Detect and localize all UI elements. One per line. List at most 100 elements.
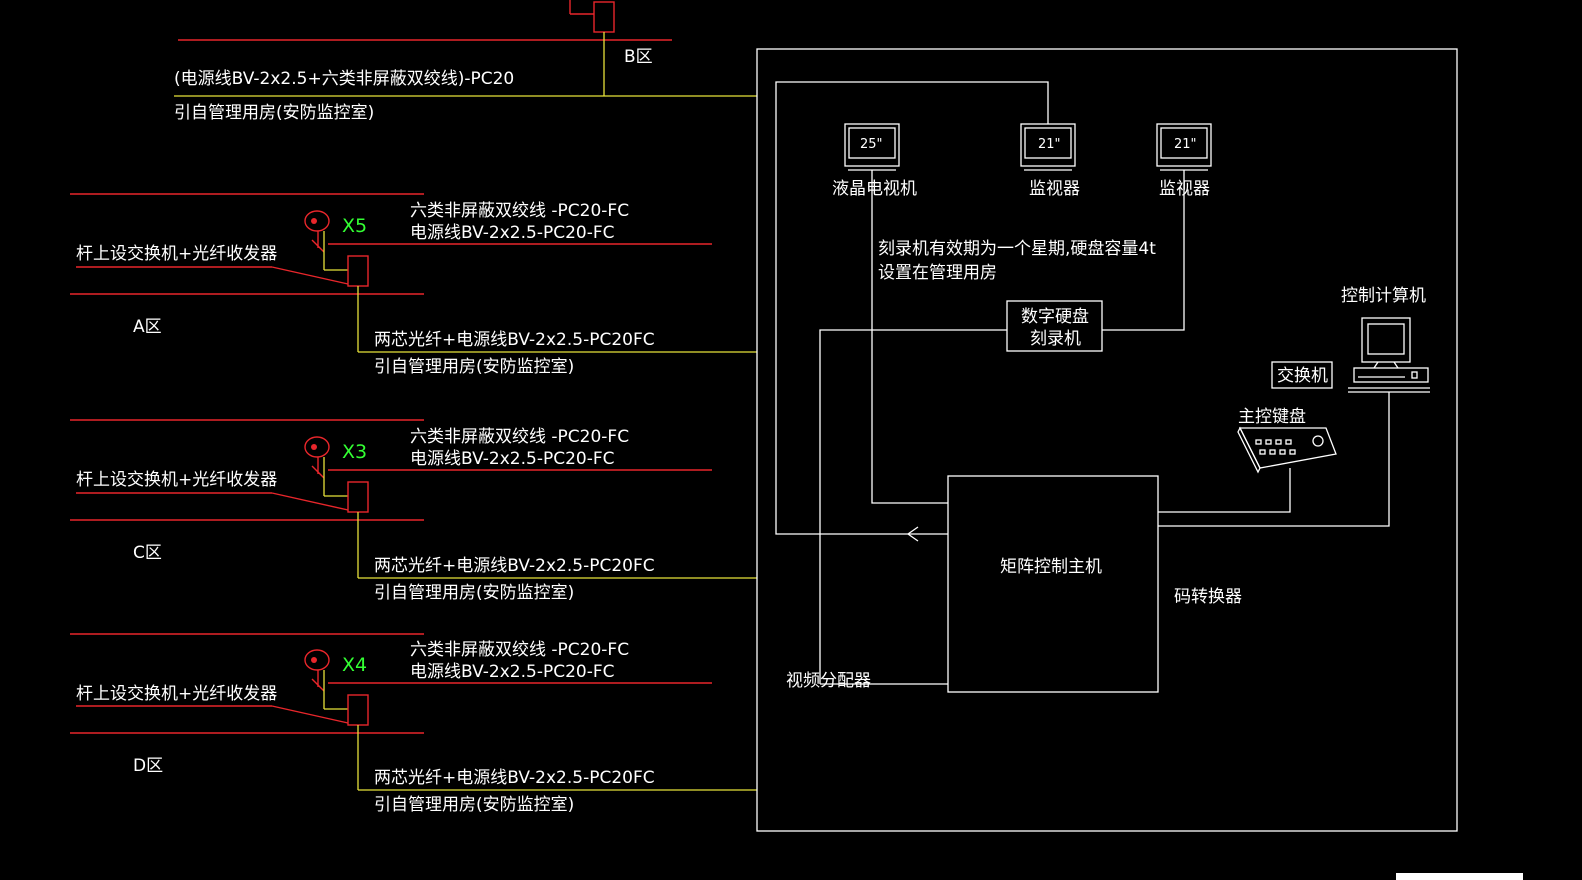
video-distributor-label: 视频分配器 [786, 671, 871, 691]
camera-icon [304, 210, 330, 232]
switch-box [1271, 361, 1333, 389]
computer-screen [1367, 323, 1405, 355]
monitor-tv: 25" 液晶电视机 [832, 123, 917, 199]
zone-b-route-label: 引自管理用房(安防监控室) [174, 103, 374, 123]
zone-a-route-label: 引自管理用房(安防监控室) [374, 357, 574, 377]
zone-c-power-label: 电源线BV-2x2.5-PC20-FC [410, 449, 615, 469]
computer-case [1353, 367, 1429, 383]
zone-d-route-label: 引自管理用房(安防监控室) [374, 795, 574, 815]
monitor-3-icon [1156, 123, 1212, 167]
keyboard-label: 主控键盘 [1238, 407, 1306, 427]
monitor-tv-screen [848, 127, 896, 159]
switch-label: 交换机 [1277, 366, 1328, 386]
recorder-note-2: 设置在管理用房 [878, 263, 997, 283]
zone-a-transceiver-box [347, 255, 369, 287]
dvr-box [1006, 300, 1103, 352]
computer-icon [1348, 317, 1430, 393]
keyboard-key [1259, 449, 1266, 455]
zone-c-utp-label: 六类非屏蔽双绞线 -PC20-FC [410, 427, 629, 447]
dvr-label-1: 数字硬盘 [1021, 307, 1089, 327]
keyboard-joystick [1312, 435, 1324, 447]
camera-lens-icon [311, 218, 317, 224]
monitor-2: 21" 监视器 [1020, 123, 1080, 199]
recorder-note-1: 刻录机有效期为一个星期,硬盘容量4t [878, 239, 1156, 259]
zone-a-pole-label: 杆上设交换机+光纤收发器 [76, 244, 277, 264]
camera-lens-icon [311, 657, 317, 663]
computer-monitor [1361, 317, 1411, 363]
keyboard-to-matrix-wire [1158, 468, 1291, 513]
monitor-3-screen [1160, 127, 1208, 159]
zone-c-transceiver-box [347, 481, 369, 513]
monitor-3-label: 监视器 [1159, 179, 1210, 199]
zone-d-name: D区 [133, 756, 163, 776]
zone-c-camera-tag: X3 [342, 441, 367, 463]
zone-b-transceiver-box [593, 1, 615, 33]
zone-a-pole-leader [271, 266, 349, 285]
monitoring-room-frame [756, 48, 1458, 832]
monitor-tv-label: 液晶电视机 [832, 179, 917, 199]
monitor-3: 21" 监视器 [1156, 123, 1212, 199]
monitor-bus-wire [775, 81, 1049, 535]
monitor-tv-icon [844, 123, 900, 167]
code-converter-label: 码转换器 [1174, 587, 1242, 607]
zone-b-name: B区 [624, 47, 653, 67]
computer-stand-l [1373, 361, 1379, 369]
monitor-3-size: 21" [1174, 137, 1197, 152]
zone-c-pole-label: 杆上设交换机+光纤收发器 [76, 470, 277, 490]
zone-d-utp-label: 六类非屏蔽双绞线 -PC20-FC [410, 640, 629, 660]
keyboard-key [1255, 439, 1262, 445]
zone-b-cable-label: (电源线BV-2x2.5+六类非屏蔽双绞线)-PC20 [174, 69, 514, 89]
keyboard-key [1279, 449, 1286, 455]
zone-c-route-label: 引自管理用房(安防监控室) [374, 583, 574, 603]
zone-d-camera-mark [311, 678, 325, 692]
zone-a-fiber-label: 两芯光纤+电源线BV-2x2.5-PC20FC [374, 330, 655, 350]
zone-d-transceiver-box [347, 694, 369, 726]
monitor-tv-size: 25" [860, 137, 883, 152]
zone-a-camera-mark [311, 239, 325, 253]
zone-d-pole-label: 杆上设交换机+光纤收发器 [76, 684, 277, 704]
zone-d: X4 六类非屏蔽双绞线 -PC20-FC 电源线BV-2x2.5-PC20-FC… [70, 633, 757, 815]
zone-a-camera-tag: X5 [342, 215, 367, 237]
arrow-icon [906, 526, 919, 542]
matrix-host-label: 矩阵控制主机 [1000, 557, 1102, 577]
zone-d-power-label: 电源线BV-2x2.5-PC20-FC [410, 662, 615, 682]
zone-c: X3 六类非屏蔽双绞线 -PC20-FC 电源线BV-2x2.5-PC20-FC… [70, 419, 757, 603]
monitor-2-icon [1020, 123, 1076, 167]
computer-button [1411, 371, 1418, 379]
camera-icon [304, 436, 330, 458]
monitor-2-size: 21" [1038, 137, 1061, 152]
control-keyboard-icon [1237, 426, 1337, 474]
monitoring-room: 25" 液晶电视机 21" 监视器 21" 监视器 刻录机有效期为一个星期,硬盘… [756, 48, 1458, 832]
keyboard-key [1265, 439, 1272, 445]
zone-c-name: C区 [133, 543, 162, 563]
zone-d-camera-tag: X4 [342, 654, 367, 676]
keyboard-key [1275, 439, 1282, 445]
keyboard-key [1289, 449, 1296, 455]
monitor-3-feed-wire [1102, 170, 1185, 331]
dvr-label-2: 刻录机 [1030, 329, 1081, 349]
computer-to-matrix-wire [1158, 392, 1390, 527]
keyboard-body [1238, 427, 1337, 469]
keyboard-key [1285, 439, 1292, 445]
zone-a-power-label: 电源线BV-2x2.5-PC20-FC [410, 223, 615, 243]
title-block-edge [1396, 873, 1523, 880]
zone-c-camera-mark [311, 465, 325, 479]
tv-feed-wire [871, 170, 948, 504]
computer-label: 控制计算机 [1341, 286, 1426, 306]
computer-stand-r [1393, 361, 1399, 369]
zone-a-utp-label: 六类非屏蔽双绞线 -PC20-FC [410, 201, 629, 221]
zone-d-fiber-label: 两芯光纤+电源线BV-2x2.5-PC20FC [374, 768, 655, 788]
dvr-to-distributor-wire [819, 329, 1007, 684]
zone-a: X5 六类非屏蔽双绞线 -PC20-FC 电源线BV-2x2.5-PC20-FC… [70, 193, 757, 377]
keyboard-key [1269, 449, 1276, 455]
matrix-host-box [947, 475, 1159, 693]
monitor-2-screen [1024, 127, 1072, 159]
zone-d-pole-leader [271, 705, 349, 724]
zone-c-pole-leader [271, 492, 349, 511]
zone-a-name: A区 [133, 317, 162, 337]
zone-c-fiber-label: 两芯光纤+电源线BV-2x2.5-PC20FC [374, 556, 655, 576]
zone-b: B区 (电源线BV-2x2.5+六类非屏蔽双绞线)-PC20 引自管理用房(安防… [174, 0, 757, 123]
keyboard-side [1237, 426, 1261, 474]
camera-icon [304, 649, 330, 671]
